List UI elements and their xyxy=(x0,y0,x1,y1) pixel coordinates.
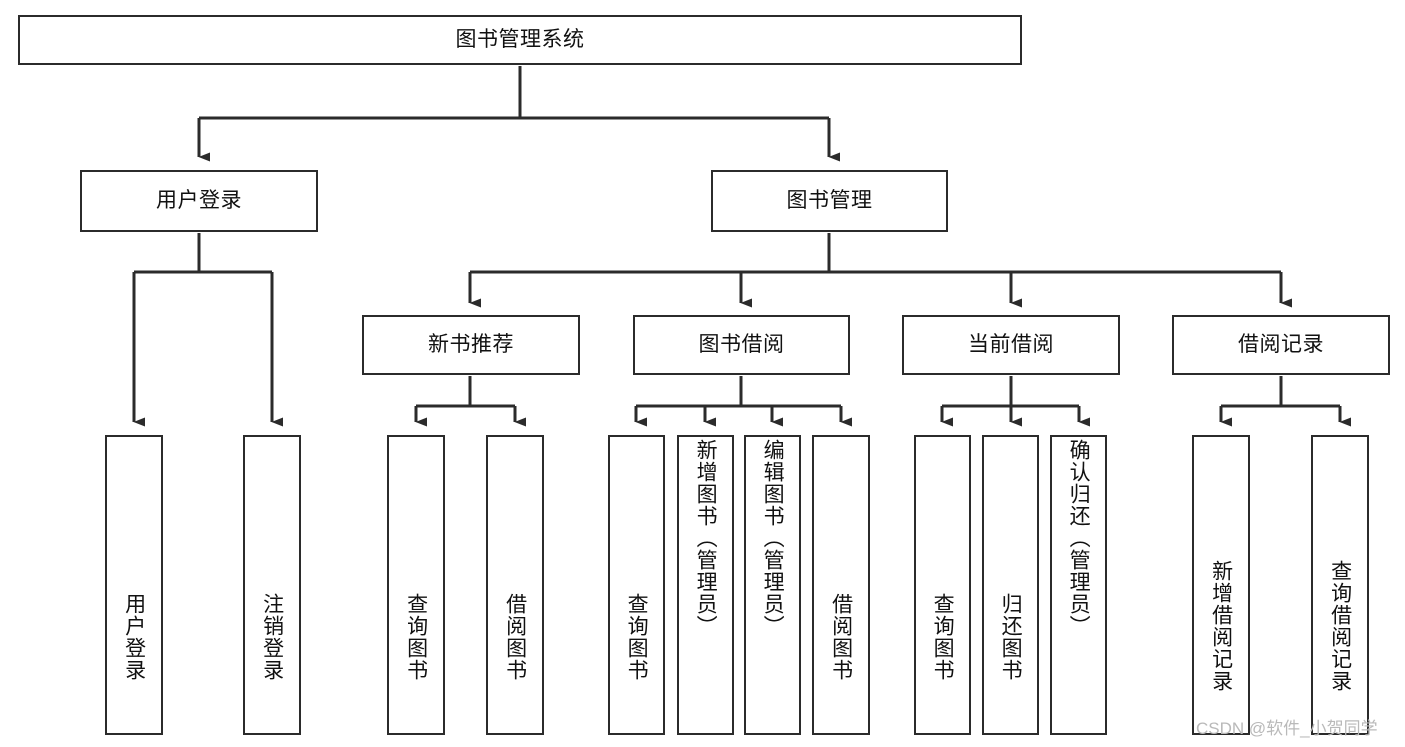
node-leaf-4[interactable]: 借阅图书 xyxy=(486,435,544,735)
node-level3-1[interactable]: 新书推荐 xyxy=(362,315,580,375)
node-leaf-10-label: 归还图书 xyxy=(999,593,1023,681)
node-root[interactable]: 图书管理系统 xyxy=(18,15,1022,65)
edges-userlogin-to-leaves xyxy=(132,233,283,427)
edges-records-to-leaves xyxy=(1219,376,1351,427)
edges-current-to-leaves xyxy=(940,376,1090,427)
node-leaf-11[interactable]: 确认归还（管理员） xyxy=(1050,435,1107,735)
node-leaf-8-label: 借阅图书 xyxy=(829,593,853,681)
node-leaf-8[interactable]: 借阅图书 xyxy=(812,435,870,735)
node-level2-2[interactable]: 图书管理 xyxy=(711,170,948,232)
node-leaf-5[interactable]: 查询图书 xyxy=(608,435,665,735)
node-leaf-2-label: 注销登录 xyxy=(260,593,284,681)
node-leaf-9-label: 查询图书 xyxy=(931,593,955,681)
node-leaf-9[interactable]: 查询图书 xyxy=(914,435,971,735)
edges-bookmgmt-to-level3 xyxy=(468,233,1292,308)
node-leaf-12[interactable]: 新增借阅记录 xyxy=(1192,435,1250,735)
node-leaf-3[interactable]: 查询图书 xyxy=(387,435,445,735)
node-leaf-11-label: 确认归还（管理员） xyxy=(1067,439,1091,637)
node-root-label: 图书管理系统 xyxy=(455,28,585,52)
node-leaf-1[interactable]: 用户登录 xyxy=(105,435,163,735)
node-leaf-2[interactable]: 注销登录 xyxy=(243,435,301,735)
node-leaf-1-label: 用户登录 xyxy=(122,593,146,681)
node-leaf-6[interactable]: 新增图书（管理员） xyxy=(677,435,734,735)
node-level3-2-label: 图书借阅 xyxy=(698,333,785,357)
edges-root-to-level2 xyxy=(197,66,840,162)
edges-newbook-to-leaves xyxy=(414,376,526,427)
node-leaf-5-label: 查询图书 xyxy=(625,593,649,681)
edges-borrow-to-leaves xyxy=(634,376,852,427)
node-leaf-10[interactable]: 归还图书 xyxy=(982,435,1039,735)
node-level3-4-label: 借阅记录 xyxy=(1238,333,1324,357)
node-level3-3[interactable]: 当前借阅 xyxy=(902,315,1120,375)
node-leaf-12-label: 新增借阅记录 xyxy=(1209,560,1233,692)
watermark: CSDN @软件_小贺同学 xyxy=(1196,719,1378,738)
node-leaf-4-label: 借阅图书 xyxy=(503,593,527,681)
node-leaf-7-label: 编辑图书（管理员） xyxy=(761,439,785,637)
node-level3-3-label: 当前借阅 xyxy=(968,333,1054,357)
node-leaf-13[interactable]: 查询借阅记录 xyxy=(1311,435,1369,735)
node-level3-4[interactable]: 借阅记录 xyxy=(1172,315,1390,375)
node-level2-2-label: 图书管理 xyxy=(786,189,873,213)
node-leaf-6-label: 新增图书（管理员） xyxy=(694,439,718,637)
node-leaf-7[interactable]: 编辑图书（管理员） xyxy=(744,435,801,735)
node-leaf-13-label: 查询借阅记录 xyxy=(1328,560,1352,692)
node-level3-1-label: 新书推荐 xyxy=(428,333,514,357)
node-level2-1[interactable]: 用户登录 xyxy=(80,170,318,232)
node-leaf-3-label: 查询图书 xyxy=(404,593,428,681)
node-level3-2[interactable]: 图书借阅 xyxy=(633,315,850,375)
node-level2-1-label: 用户登录 xyxy=(156,189,242,213)
